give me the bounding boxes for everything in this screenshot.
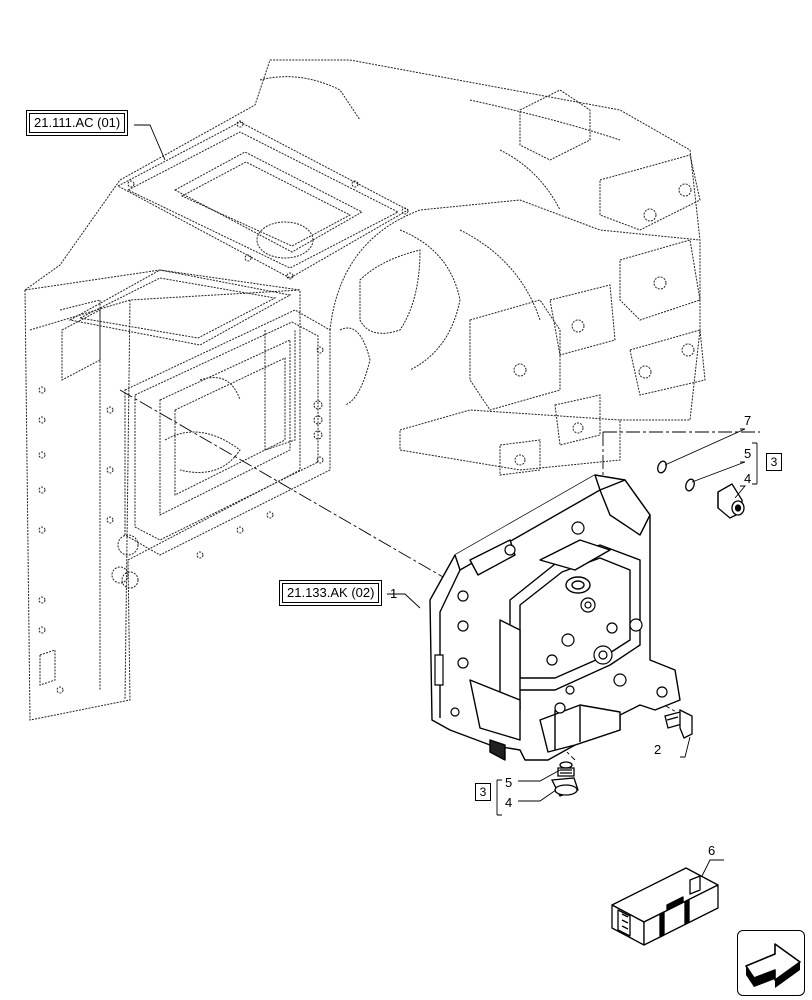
reference-label-control-valve[interactable]: 21.133.AK (02) xyxy=(278,580,383,606)
callout-seal-lower: 5 xyxy=(505,775,513,790)
kit-reference-lower: 3 xyxy=(475,783,491,801)
reference-label-transmission-housing[interactable]: 21.111.AC (01) xyxy=(25,110,129,136)
seal-ring-upper xyxy=(685,478,695,492)
transmission-housing xyxy=(24,59,706,721)
callout-o-ring: 7 xyxy=(744,413,752,428)
kit-reference-upper: 3 xyxy=(766,453,782,471)
plug-upper xyxy=(717,483,745,519)
callout-repair-kit-box: 6 xyxy=(708,843,716,858)
callout-seal-upper: 5 xyxy=(744,446,752,461)
callout-bolt: 2 xyxy=(654,742,662,757)
leader-lines xyxy=(134,124,758,891)
repair-kit-box xyxy=(611,867,719,946)
seal-ring-lower xyxy=(557,761,575,777)
callout-plug-lower: 4 xyxy=(505,795,513,810)
bolt-part xyxy=(664,708,693,739)
callout-plug-upper: 4 xyxy=(744,471,752,486)
o-ring-part xyxy=(657,460,667,474)
next-page-button[interactable] xyxy=(737,930,805,996)
plug-lower xyxy=(550,777,579,797)
callout-valve-body: 1 xyxy=(390,586,398,601)
control-valve-ports xyxy=(434,521,668,717)
control-valve-body xyxy=(429,474,681,761)
